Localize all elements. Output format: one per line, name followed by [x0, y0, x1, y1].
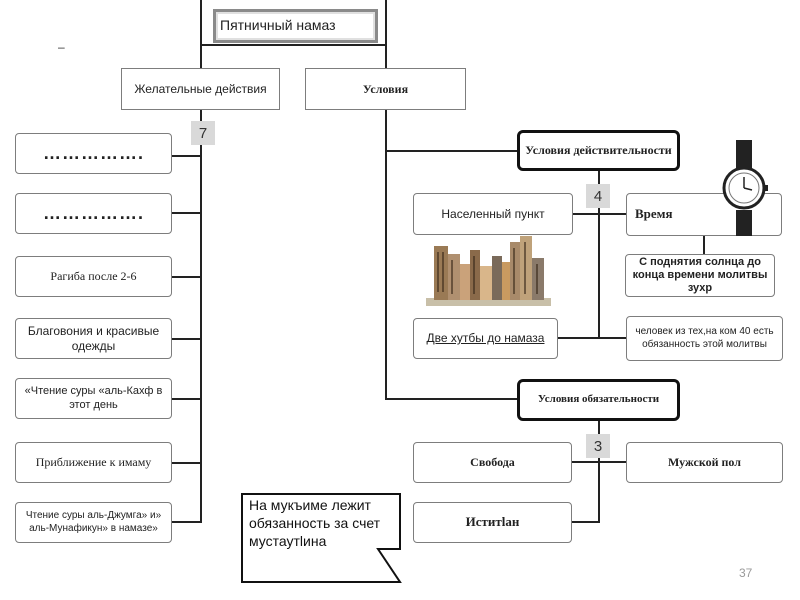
settlement-box: Населенный пункт: [413, 193, 573, 235]
desirable-item-4: Благовония и красивые одежды: [15, 318, 172, 359]
callout-text: На мукъиме лежит обязанность за счет мус…: [249, 497, 381, 549]
validity-header: Условия действительности: [517, 130, 680, 171]
desirable-item-5: «Чтение суры «аль-Кахф в этот день: [15, 378, 172, 419]
desirable-count-badge: 7: [191, 121, 215, 145]
validity-count-badge: 4: [586, 184, 610, 208]
watch-icon: [722, 140, 768, 236]
desirable-item-2: …………….: [15, 193, 172, 234]
freedom-box: Свобода: [413, 442, 572, 483]
conditions-header: Условия: [305, 68, 466, 110]
desirable-item-6: Приближение к имаму: [15, 442, 172, 483]
forty-people-box: человек из тех,на ком 40 есть обязанност…: [626, 316, 783, 361]
title-box: Пятничный намаз: [213, 9, 378, 43]
city-skyline-icon: [426, 236, 551, 306]
title-text: Пятничный намаз: [220, 17, 336, 34]
desirable-item-7: Чтение суры аль-Джумга» и» аль-Мунафикун…: [15, 502, 172, 543]
khutbas-box: Две хутбы до намаза: [413, 318, 558, 359]
istit-box: Иститlан: [413, 502, 572, 543]
obligation-header: Условия обязательности: [517, 379, 680, 421]
page-number: 37: [739, 566, 753, 580]
dash-mark: –: [58, 40, 65, 54]
desirable-item-1: …………….: [15, 133, 172, 174]
male-box: Мужской пол: [626, 442, 783, 483]
time-detail-box: С поднятия солнца до конца времени молит…: [625, 254, 775, 297]
desirable-header: Желательные действия: [121, 68, 280, 110]
obligation-count-badge: 3: [586, 434, 610, 458]
desirable-item-3: Рагиба после 2-6: [15, 256, 172, 297]
callout-shape: [241, 493, 402, 583]
